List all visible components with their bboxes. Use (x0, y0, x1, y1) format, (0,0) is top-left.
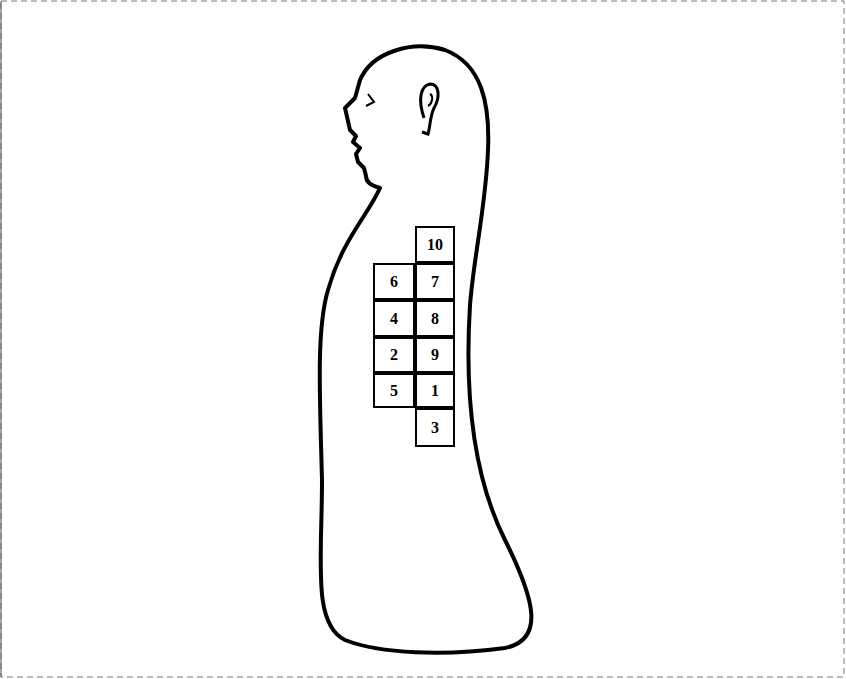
frame-edge (1, 1, 2, 677)
cell-number: 1 (431, 383, 439, 399)
grid-cell: 5 (373, 373, 415, 408)
eye (366, 94, 374, 106)
grid-cell: 10 (415, 226, 455, 263)
cell-number: 7 (431, 274, 439, 290)
ear (421, 84, 438, 134)
grid-cell: 1 (415, 373, 455, 408)
grid-cell: 3 (415, 408, 455, 447)
cell-number: 4 (390, 311, 398, 327)
ear-inner (428, 94, 432, 106)
grid-cell: 7 (415, 263, 455, 300)
cell-number: 10 (427, 237, 443, 253)
grid-cell: 6 (373, 263, 415, 300)
cell-number: 5 (390, 383, 398, 399)
grid-cell: 4 (373, 300, 415, 337)
cell-number: 6 (390, 274, 398, 290)
human-silhouette (320, 47, 532, 653)
grid-cell: 8 (415, 300, 455, 337)
cell-number: 2 (390, 347, 398, 363)
grid-cell: 2 (373, 337, 415, 373)
grid-cell: 9 (415, 337, 455, 373)
cell-number: 9 (431, 347, 439, 363)
cell-number: 8 (431, 311, 439, 327)
cell-number: 3 (431, 420, 439, 436)
